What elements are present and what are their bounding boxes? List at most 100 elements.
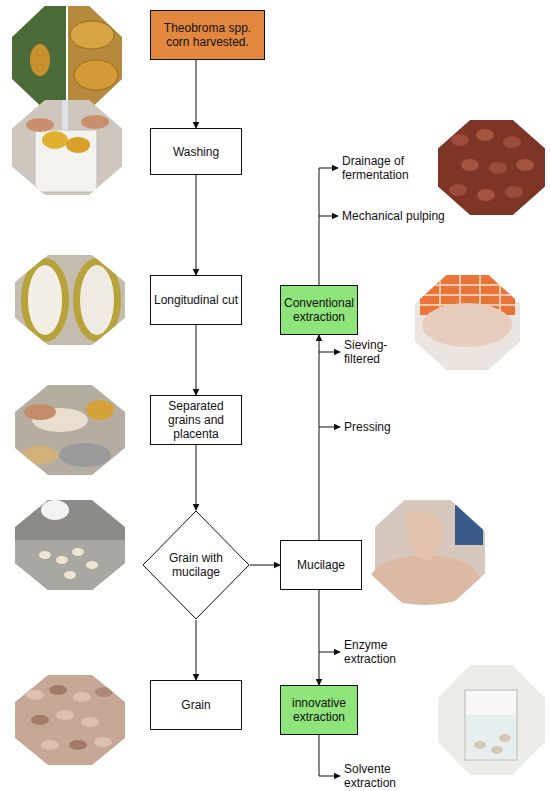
node-text: Theobroma spp. corn harvested. [153,21,262,49]
mucilage-mass [370,555,480,605]
flow-arrow [319,335,320,540]
node-text: innovative extraction [283,696,355,724]
bean [31,715,49,725]
bean [516,159,534,171]
flow-arrow [196,60,197,128]
pod-photo [67,6,122,110]
photo-sieve [415,275,520,370]
photo-fermented-beans [438,120,545,215]
bean [73,692,91,702]
tree-foliage [12,6,67,110]
bean [451,134,469,146]
process-box: Longitudinal cut [150,275,242,325]
pod-pulp [28,265,62,335]
method-label: Mechanical pulping [342,209,462,223]
pod [74,60,118,90]
photo-bg [415,275,520,370]
process-box: Grain [150,680,242,730]
photo-sorting [15,500,125,590]
pod-pulp [80,265,114,335]
photo-bg [15,675,125,765]
method-box: innovative extraction [280,685,358,735]
flow-arrow [319,590,320,685]
bean [503,136,521,148]
photo-divider [66,6,68,110]
bean [56,556,68,564]
bean [81,717,99,727]
pod [22,446,58,464]
pulp-paste [422,303,512,347]
bean [49,685,67,695]
node-text: Conventional extraction [283,296,355,324]
process-box: Washing [150,128,242,175]
glove [41,500,69,520]
node-text: Longitudinal cut [154,293,238,307]
flow-arrow [250,565,280,566]
photo-mucilage [370,500,485,605]
flow-arrow [196,445,197,510]
bean [26,690,44,700]
node-text: Grain [181,698,210,712]
bean [449,184,467,196]
photo-bg [15,255,125,345]
bean [94,737,112,747]
pod-half [21,258,69,342]
method-label: Sieving-filtered [344,338,396,366]
bean [39,551,51,559]
flow-arrow [196,175,197,275]
bean [461,159,479,171]
method-label: Enzyme extraction [344,638,414,666]
water [62,100,68,130]
pod [42,131,68,149]
bean [489,162,507,174]
pod [30,44,50,76]
method-box: Conventional extraction [280,285,358,335]
leader-arrow [319,352,340,353]
photo-bg [12,100,122,195]
pod [66,137,90,153]
bean [491,746,503,754]
photo-washing [12,100,122,195]
flow-arrow [196,620,197,680]
method-label: Solvente extraction [344,762,414,790]
bean [69,740,87,750]
beaker [465,690,517,760]
node-text: Mucilage [297,558,345,572]
bean [477,189,495,201]
bean [56,710,74,720]
process-box: Mucilage [280,540,362,590]
photo-bg [12,6,122,110]
process-box: Separated grains and placenta [150,395,242,445]
leader-arrow [319,735,340,776]
pod-half [73,258,121,342]
hand [26,118,54,132]
diamond-shape [143,511,249,619]
photo-bg [438,665,545,775]
pod [70,21,114,49]
bean [499,734,511,742]
hand [81,115,109,129]
method-label: Drainage of fermentation [342,154,427,182]
decision-diamond: Grain with mucilage [142,510,250,620]
photo-tree-pods [12,6,122,110]
bean [474,741,486,749]
photo-separating [15,385,125,475]
bowl [59,443,111,467]
method-label: Pressing [344,420,424,434]
bean [86,561,98,569]
photo-beans [15,675,125,765]
bean [64,571,76,579]
leader-arrow [319,652,340,653]
node-text: Washing [173,145,219,159]
flow-arrow [196,325,197,395]
jar [455,505,483,545]
bucket [35,130,97,192]
photo-beaker [438,665,545,775]
node-text: Grain with mucilage [160,551,232,579]
bean [95,687,113,697]
tray [15,540,125,590]
bean [505,186,523,198]
pod [86,400,114,420]
